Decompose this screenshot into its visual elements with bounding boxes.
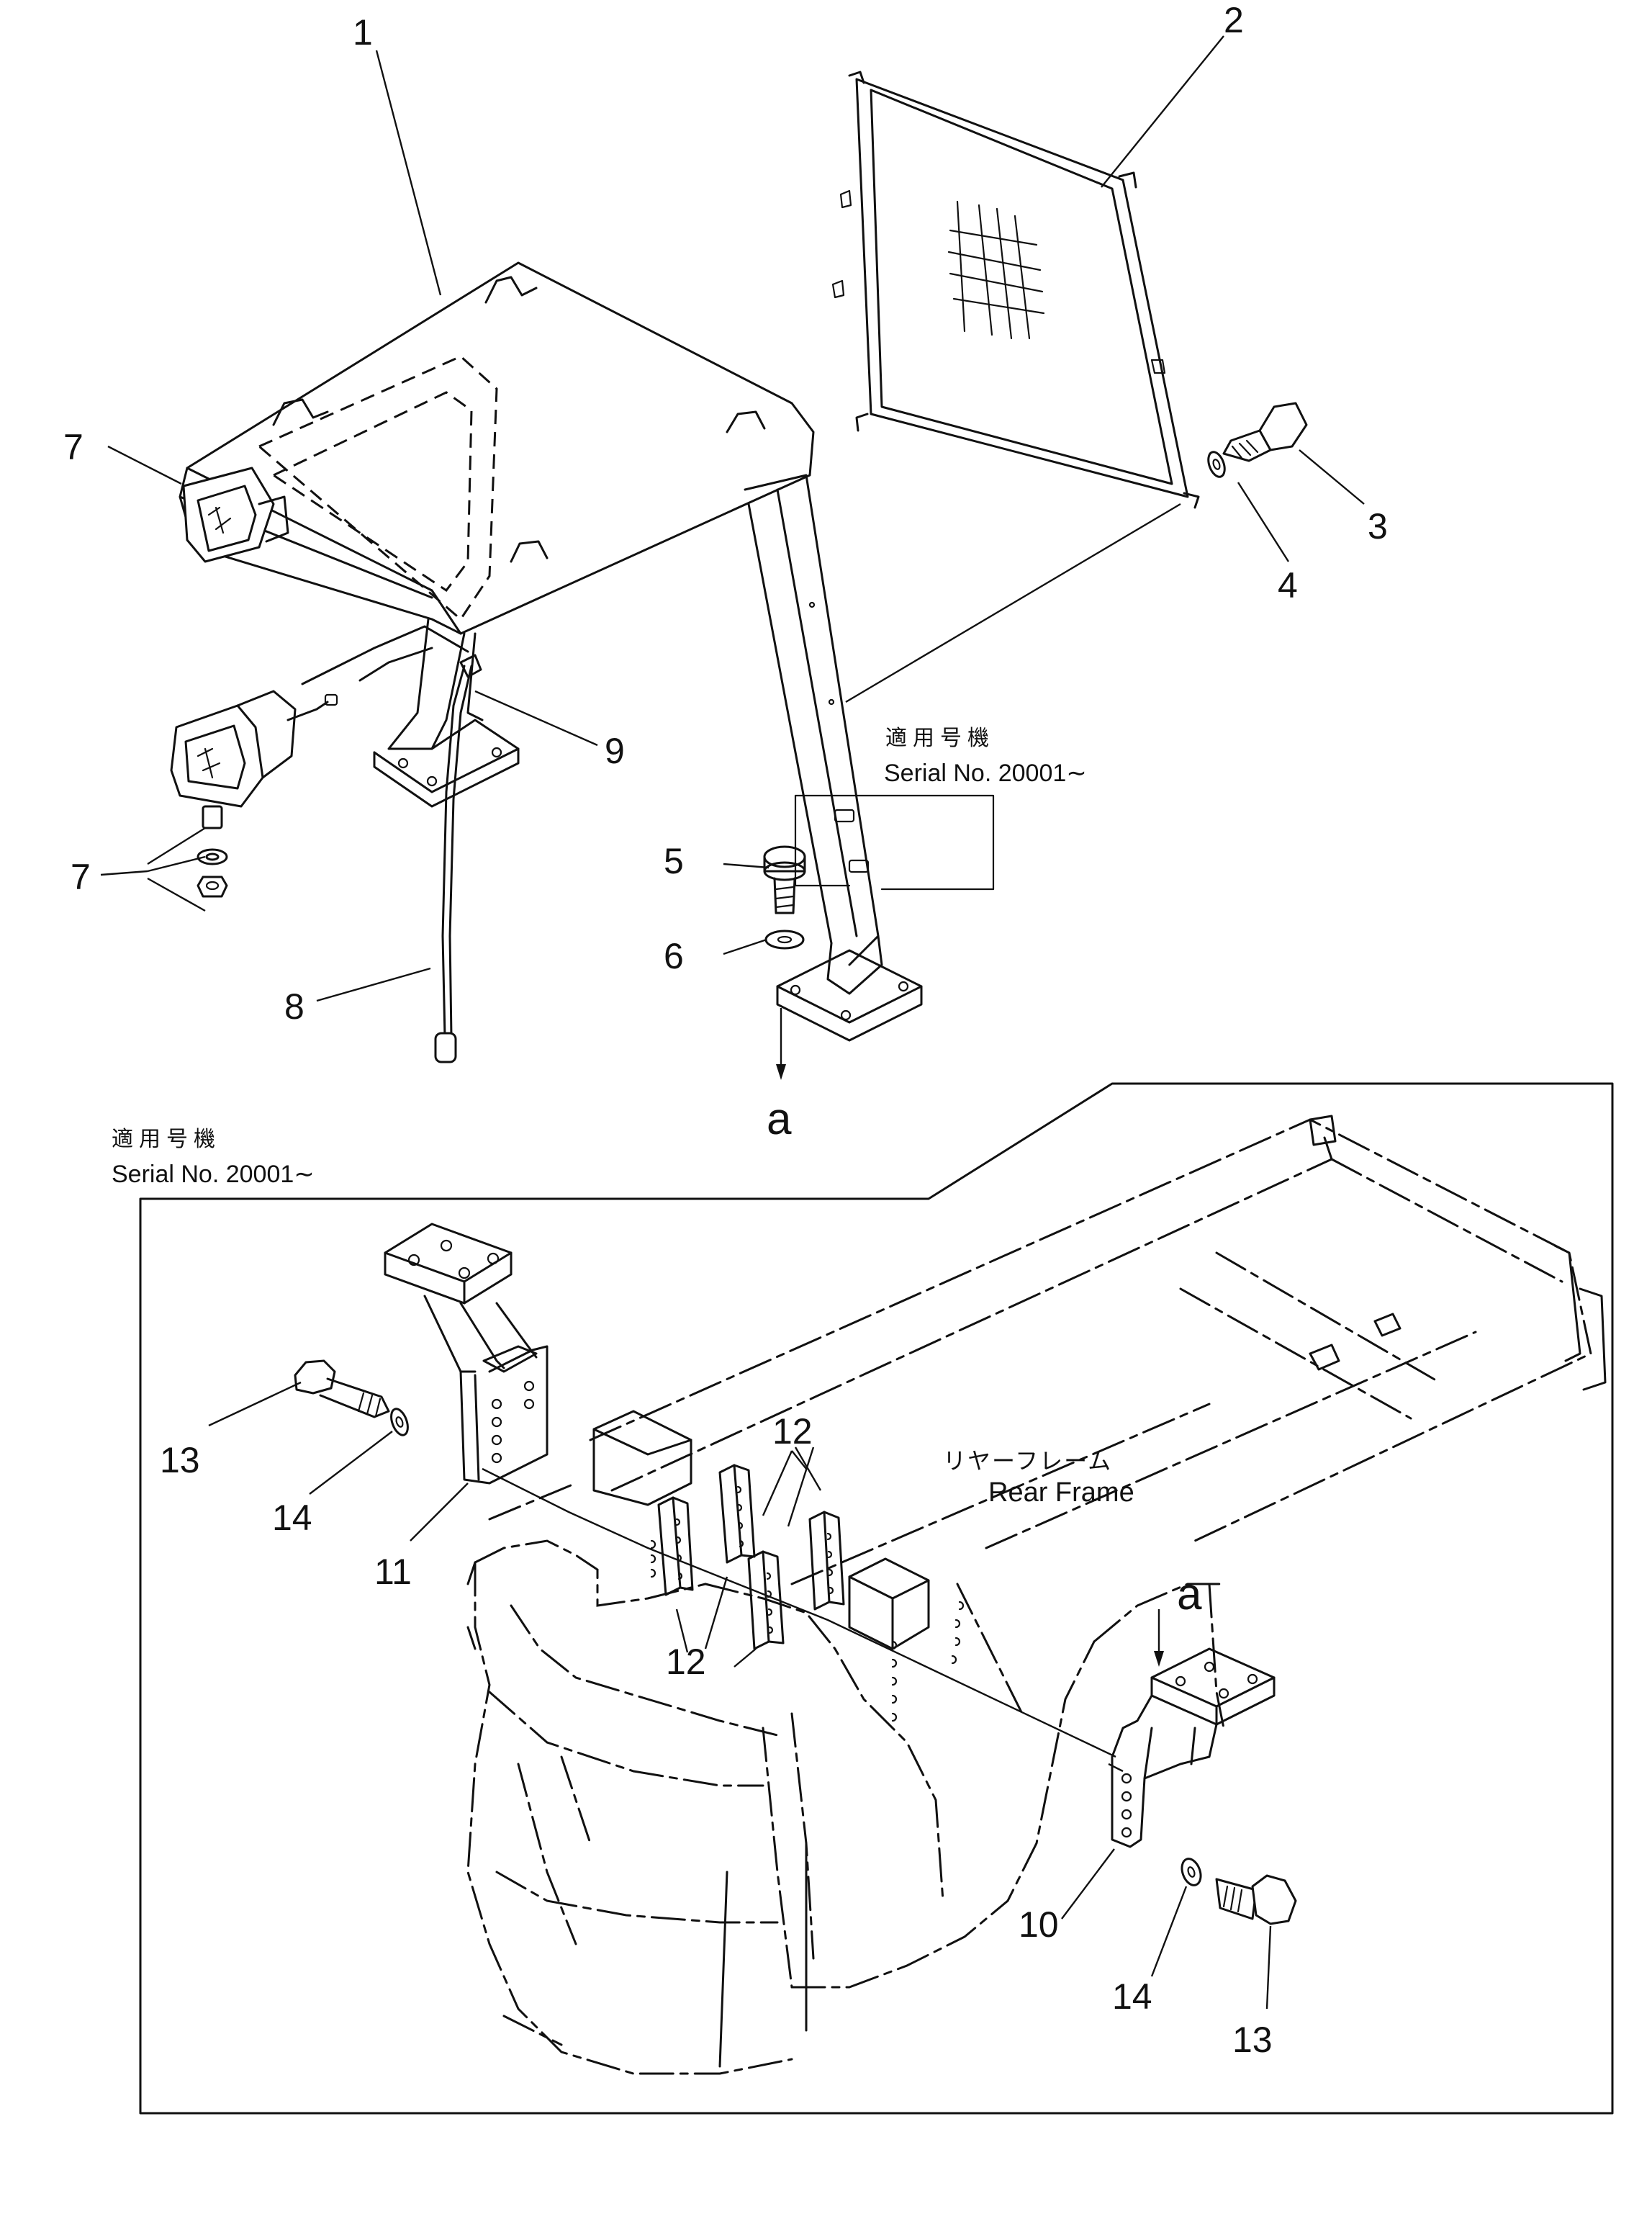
washer-14-right xyxy=(1181,1858,1202,1886)
callout-13-left: 13 xyxy=(160,1440,200,1480)
work-lamp xyxy=(147,690,338,912)
bolt-13-left xyxy=(294,1359,390,1418)
guard-screen xyxy=(831,71,1200,509)
callout-8: 8 xyxy=(284,986,304,1027)
serial-note-bottom: Serial No. 20001∼ xyxy=(112,1161,315,1188)
callout-10: 10 xyxy=(1019,1904,1059,1945)
view-arrow-bottom xyxy=(1154,1609,1164,1667)
washer-14-left xyxy=(390,1408,409,1436)
callout-2: 2 xyxy=(1224,0,1244,40)
bracket-11 xyxy=(384,1223,549,1485)
spacer-plates-12 xyxy=(657,1446,845,1668)
callout-14-left: 14 xyxy=(272,1498,312,1538)
callout-1: 1 xyxy=(353,12,373,53)
callout-7-lower: 7 xyxy=(71,857,91,897)
detail-panel-border xyxy=(139,1082,1614,2115)
serial-note-top: Serial No. 20001∼ xyxy=(884,760,1087,787)
callout-4: 4 xyxy=(1278,565,1298,606)
rear-frame-label-en: Rear Frame xyxy=(988,1477,1134,1508)
bolt-13-right xyxy=(1215,1874,1297,1925)
callout-12-bottom: 12 xyxy=(666,1642,706,1682)
callout-3: 3 xyxy=(1368,506,1388,546)
bracket-10 xyxy=(1111,1647,1276,1848)
callout-13-right: 13 xyxy=(1232,2020,1273,2060)
callout-11: 11 xyxy=(374,1552,412,1592)
callout-6: 6 xyxy=(664,936,684,976)
align-line-left xyxy=(482,1467,1116,1758)
applicable-models-note-top: 適用号機 xyxy=(885,726,995,750)
washer-6 xyxy=(764,930,805,950)
view-arrow-top xyxy=(776,1008,786,1080)
canopy-roof xyxy=(179,261,923,1042)
rear-frame-outline xyxy=(466,1115,1607,2075)
bolt-3 xyxy=(1222,402,1308,462)
wiring-harness xyxy=(301,625,482,1063)
callout-12-top: 12 xyxy=(772,1411,813,1452)
callout-14-right: 14 xyxy=(1112,1976,1152,2017)
align-line-right xyxy=(1108,1763,1124,1773)
roof-work-lamp xyxy=(182,467,289,563)
callout-9: 9 xyxy=(605,731,625,771)
callout-numbers: 1 2 3 4 5 6 7 7 8 9 10 11 12 12 13 13 14… xyxy=(63,0,1388,2060)
view-label-a-top: a xyxy=(767,1094,792,1144)
bolt-5 xyxy=(763,845,806,914)
rear-frame-label-jp: リヤーフレーム xyxy=(943,1448,1112,1474)
applicable-models-note-bottom: 適用号機 xyxy=(112,1128,221,1151)
view-label-a-bottom: a xyxy=(1177,1570,1202,1619)
leader-lines xyxy=(100,35,1365,2010)
callout-7-upper: 7 xyxy=(63,427,83,467)
callout-5: 5 xyxy=(664,841,684,881)
serial-bracket-top xyxy=(794,794,995,891)
washer-4 xyxy=(1207,451,1226,478)
